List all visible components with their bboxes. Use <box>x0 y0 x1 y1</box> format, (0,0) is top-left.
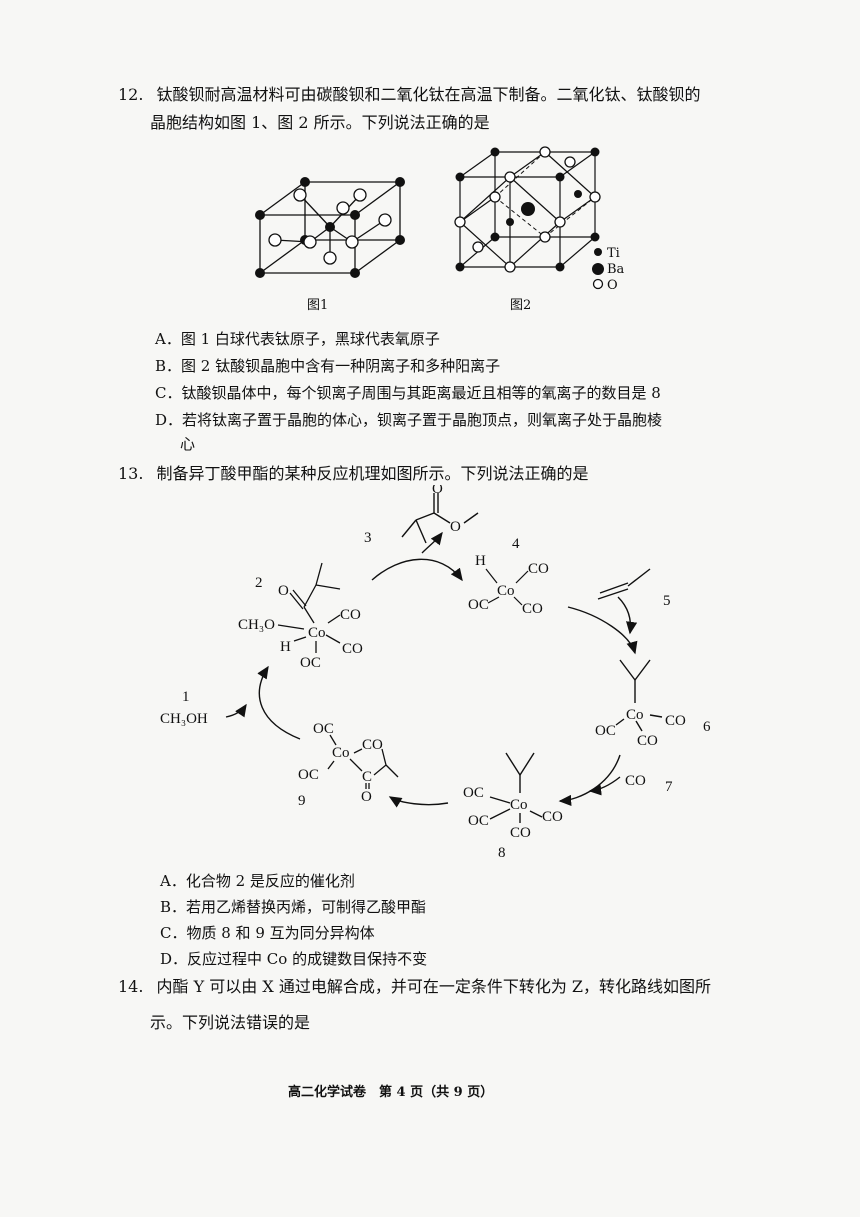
q13-option-c: C．物质 8 和 9 互为同分异构体 <box>160 924 375 942</box>
structure-2-o: O <box>278 583 289 599</box>
structure-8-oc-2: OC <box>468 813 489 829</box>
arrow-add-1 <box>225 703 247 718</box>
structure-2-co-2: CO <box>342 641 363 657</box>
arrow-4-to-6 <box>567 606 638 655</box>
structure-2-h: H <box>280 639 291 655</box>
arrow-6-to-8 <box>558 754 621 807</box>
q14-number: 14. <box>118 977 144 996</box>
structure-4-co-2: CO <box>522 601 543 617</box>
structure-8-co-atom: Co <box>510 797 528 813</box>
structure-9-co-1: CO <box>362 737 383 753</box>
arrow-add-5 <box>617 596 638 635</box>
figure-2-legend-markers <box>592 248 604 290</box>
q13-line-1: 13. 制备异丁酸甲酯的某种反应机理如图所示。下列说法正确的是 <box>118 461 589 487</box>
arrow-2-to-4 <box>371 558 463 582</box>
q12-option-d-cont: 心 <box>180 435 196 453</box>
q12-option-c: C．钛酸钡晶体中，每个钡离子周围与其距离最近且相等的氧离子的数目是 8 <box>155 384 661 402</box>
structure-9-oc-2: OC <box>298 767 319 783</box>
q14-stem-2: 示。下列说法错误的是 <box>150 1013 311 1032</box>
label-5: 5 <box>663 593 671 609</box>
legend-ba: Ba <box>607 262 625 277</box>
arrow-8-to-9 <box>388 796 449 808</box>
structure-9-o: O <box>361 789 372 805</box>
q13-stem-1: 制备异丁酸甲酯的某种反应机理如图所示。下列说法正确的是 <box>156 464 589 483</box>
structure-8-oc-1: OC <box>463 785 484 801</box>
q12-stem-1: 钛酸钡耐高温材料可由碳酸钡和二氧化钛在高温下制备。二氧化钛、钛酸钡的 <box>156 85 701 104</box>
structure-9-oc-1: OC <box>313 721 334 737</box>
q13-number: 13. <box>118 464 144 483</box>
legend-ti: Ti <box>607 246 620 261</box>
structure-5-propene <box>597 568 651 600</box>
label-3: 3 <box>364 530 372 546</box>
figure-1-caption: 图1 <box>307 298 329 313</box>
q14-line-1: 14. 内酯 Y 可以由 X 通过电解合成，并可在一定条件下转化为 Z，转化路线… <box>118 974 711 1000</box>
q12-option-a: A．图 1 白球代表钛原子，黑球代表氧原子 <box>155 330 440 348</box>
structure-9-co-atom: Co <box>332 745 350 761</box>
structure-4-co-atom: Co <box>497 583 515 599</box>
arrow-add-7 <box>588 776 621 796</box>
figure-2-caption: 图2 <box>510 298 532 313</box>
legend-o: O <box>607 278 618 293</box>
structure-6-co-atom: Co <box>626 707 644 723</box>
structure-6-oc: OC <box>595 723 616 739</box>
figure-2-batio3-cell <box>454 146 601 273</box>
structure-6-co-1: CO <box>665 713 686 729</box>
label-1: 1 <box>182 689 190 705</box>
catalytic-cycle-diagram: O O 3 4 H Co CO OC CO 5 Co OC CO CO 6 CO… <box>160 485 711 860</box>
co-7-molecule: CO <box>625 773 646 789</box>
structure-2-co-1: CO <box>340 607 361 623</box>
q13-option-b: B．若用乙烯替换丙烯，可制得乙酸甲酯 <box>160 898 427 916</box>
arrow-9-to-2 <box>257 665 301 740</box>
structure-6-co-2: CO <box>637 733 658 749</box>
methanol: CH₃OH <box>160 711 208 727</box>
structure-9-c: C <box>362 769 372 785</box>
structure-8-co-2: CO <box>510 825 531 841</box>
structure-3-skeleton <box>401 493 479 544</box>
q14-stem-1: 内酯 Y 可以由 X 通过电解合成，并可在一定条件下转化为 Z，转化路线如图所 <box>156 977 712 996</box>
figure-1-tio2-cell <box>255 177 405 278</box>
arrow-release-3 <box>421 531 443 554</box>
structure-4-oc: OC <box>468 597 489 613</box>
label-9: 9 <box>298 793 306 809</box>
structure-4-co-1: CO <box>528 561 549 577</box>
q12-stem-2: 晶胞结构如图 1、图 2 所示。下列说法正确的是 <box>150 113 490 132</box>
structure-4-h: H <box>475 553 486 569</box>
q12-line-1: 12. 钛酸钡耐高温材料可由碳酸钡和二氧化钛在高温下制备。二氧化钛、钛酸钡的 <box>118 82 701 108</box>
figure-2-legend: Ti Ba O <box>607 246 624 294</box>
q12-number: 12. <box>118 85 144 104</box>
q13-option-d: D．反应过程中 Co 的成键数目保持不变 <box>160 950 428 968</box>
structure-2-ch3o: CH₃O <box>238 617 275 633</box>
q13-option-a: A．化合物 2 是反应的催化剂 <box>160 872 355 890</box>
label-2: 2 <box>255 575 263 591</box>
label-7: 7 <box>665 779 673 795</box>
label-8: 8 <box>498 845 506 860</box>
label-4: 4 <box>512 536 520 552</box>
structure-8-co-1: CO <box>542 809 563 825</box>
structure-3-ester-o: O <box>450 519 461 535</box>
page-footer: 高二化学试卷 第 4 页（共 9 页） <box>288 1085 494 1100</box>
structure-3-carbonyl-o: O <box>432 485 443 497</box>
structure-2-oc: OC <box>300 655 321 671</box>
structure-2-co-atom: Co <box>308 625 326 641</box>
q12-option-d: D．若将钛离子置于晶胞的体心，钡离子置于晶胞顶点，则氧离子处于晶胞棱 <box>155 411 663 429</box>
label-6: 6 <box>703 719 711 735</box>
q12-option-b: B．图 2 钛酸钡晶胞中含有一种阴离子和多种阳离子 <box>155 357 501 375</box>
